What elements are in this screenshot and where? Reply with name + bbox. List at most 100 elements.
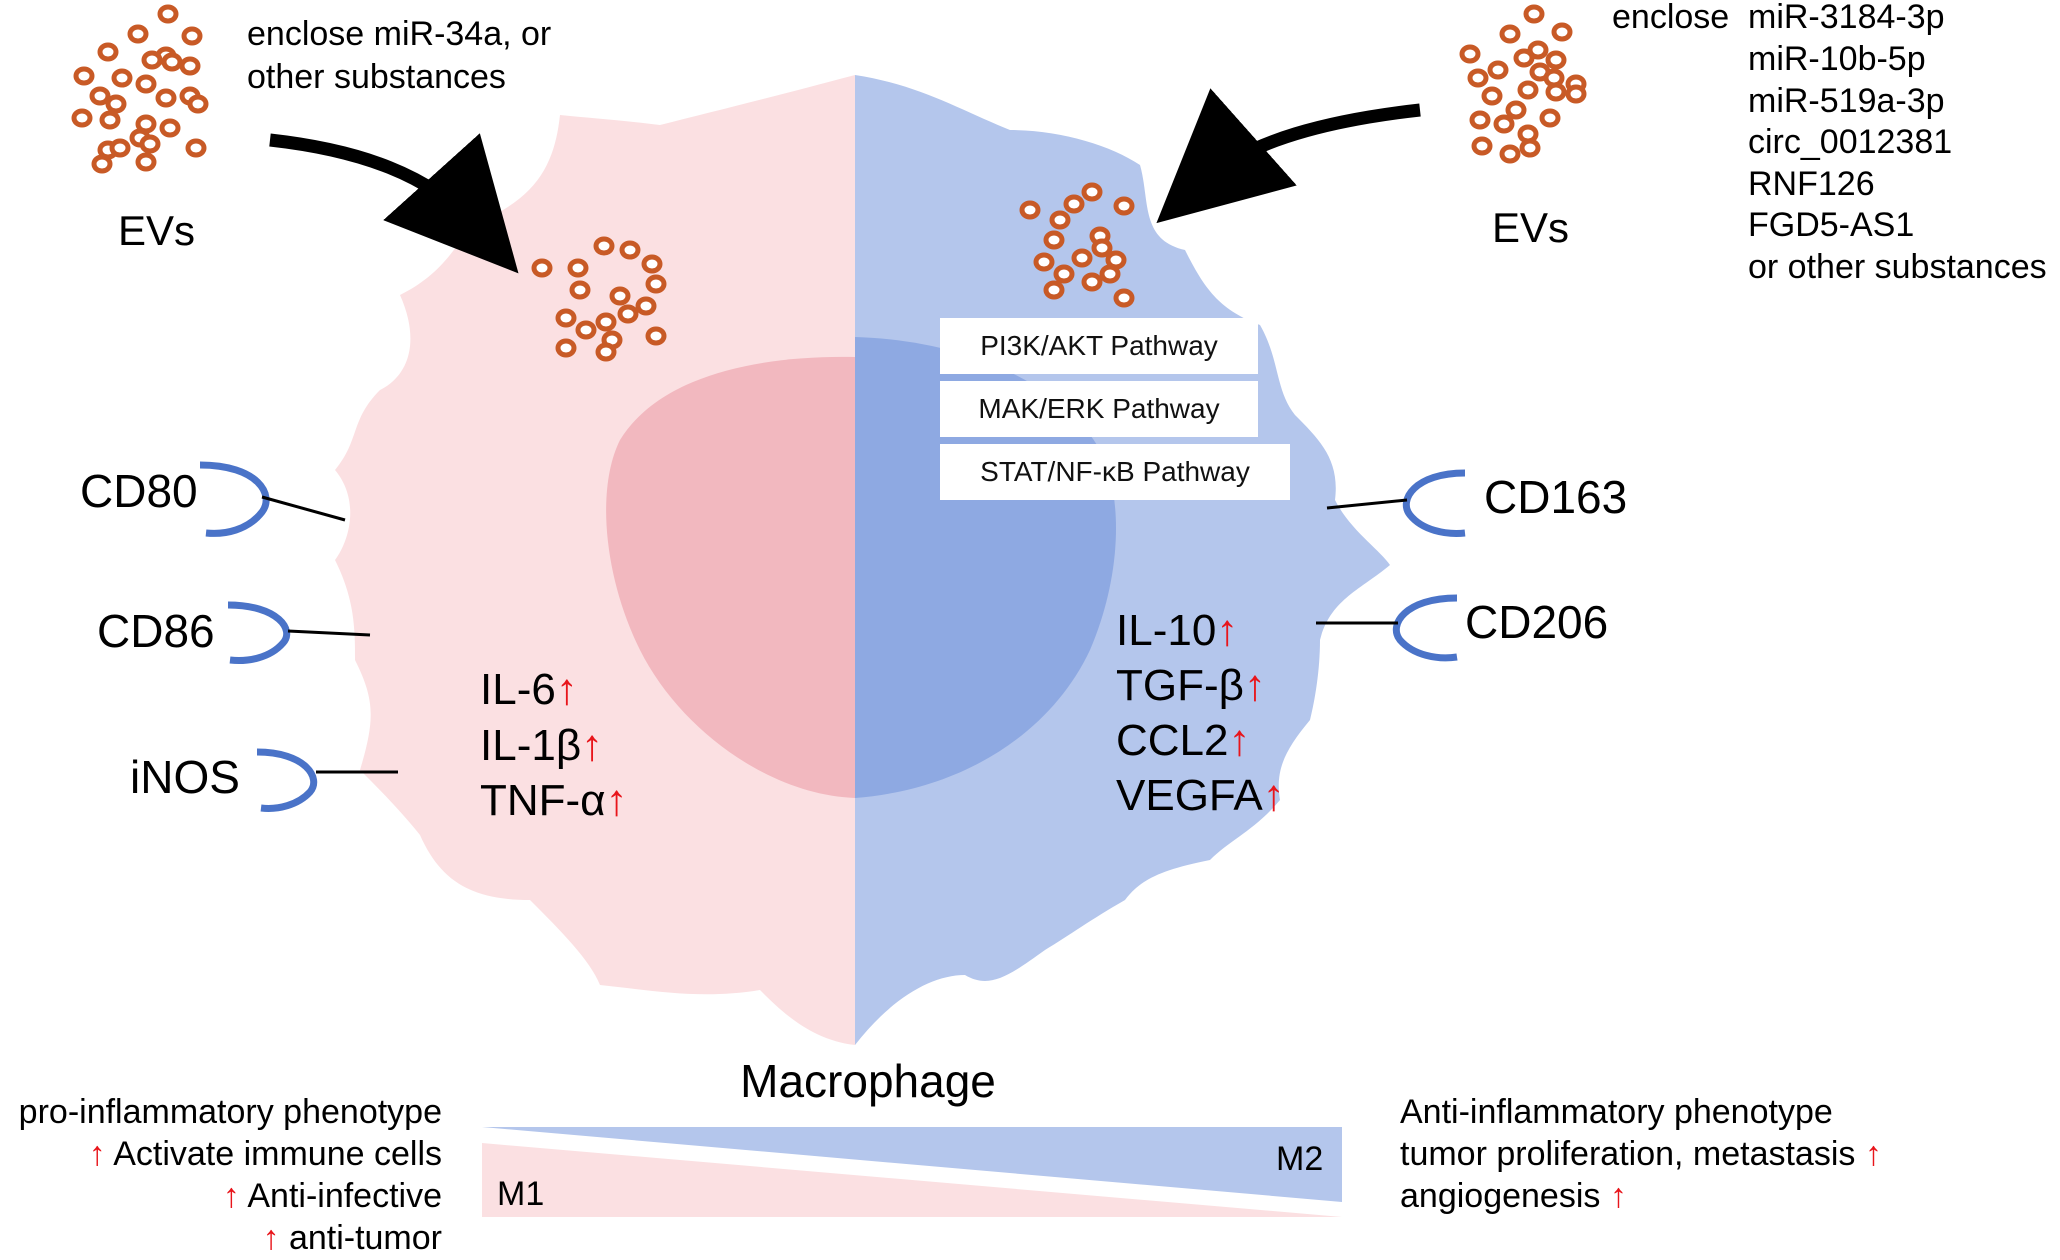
ev-particle [1519,138,1541,158]
ev-particle [595,342,617,362]
receptor-cup-icon [199,461,270,537]
ev-cargo-item: FGD5-AS1 [1748,206,1914,244]
receptor-cup-icon [1402,469,1466,537]
ev-particle [531,258,553,278]
ev-particle [1043,280,1065,300]
ev-particle [105,94,127,114]
pathway-label: STAT/NF-κB Pathway [980,456,1250,487]
ev-particle [1113,288,1135,308]
ev-particle [159,118,181,138]
m1-effect: ↑ Activate immune cells [89,1135,442,1173]
ev-particle [1091,238,1113,258]
m1-nucleus [606,356,855,798]
pathway-label: MAK/ERK Pathway [978,393,1219,424]
ev-particle [99,110,121,130]
receptor-cd163: CD163 [1326,469,1627,537]
cytokine-il1b: IL-1β↑ [480,721,603,770]
ev-particle [1499,144,1521,164]
ev-particle [567,258,589,278]
ev-particle [97,42,119,62]
ev-particle [619,240,641,260]
ev-particle [1467,68,1489,88]
ev-particle [1459,44,1481,64]
ev-description-left-line2: other substances [247,58,506,96]
ev-cargo-item: or other substances [1748,248,2047,286]
cytokine-ccl2: CCL2↑ [1116,716,1251,765]
ev-particle [127,24,149,44]
ev-cluster-right-outside [1459,4,1587,164]
ev-particle [71,108,93,128]
ev-particle [111,68,133,88]
ev-particle [1523,4,1545,24]
ev-particle [1481,86,1503,106]
ev-particle [1499,24,1521,44]
receptor-label: CD80 [80,465,198,517]
receptor-label: CD163 [1484,471,1627,523]
ev-cluster-left-inside [531,236,667,362]
receptor-label: CD86 [97,605,215,657]
ev-cluster-right-inside [1019,182,1135,308]
ev-particle [1551,22,1573,42]
ev-particle [555,308,577,328]
m2-gradient-wedge [482,1127,1342,1202]
ev-particle [1471,136,1493,156]
ev-particle [1565,84,1587,104]
cell-label: Macrophage [740,1055,996,1107]
ev-particle [155,88,177,108]
ev-particle [641,254,663,274]
ev-label-right: EVs [1492,204,1569,251]
m2-phenotype-text: Anti-inflammatory phenotype tumor prolif… [1400,1093,1882,1215]
ev-particle [73,66,95,86]
pathway-label: PI3K/AKT Pathway [980,330,1218,361]
ev-cargo-item: miR-3184-3p [1748,0,1945,36]
ev-particle [645,326,667,346]
ev-particle [555,338,577,358]
cytokine-vegfa: VEGFA↑ [1116,771,1285,820]
ev-particle [1053,264,1075,284]
ev-particle [157,4,179,24]
receptor-inos: iNOS [130,748,398,812]
ev-particle [1071,248,1093,268]
ev-particle [635,296,657,316]
m2-phenotype-title: Anti-inflammatory phenotype [1400,1093,1833,1131]
ev-label-left: EVs [118,207,195,254]
cytokine-tgfb: TGF-β↑ [1116,661,1266,710]
ev-cluster-left-outside [71,4,209,174]
ev-particle [1505,100,1527,120]
ev-particle [1019,200,1041,220]
m1-effect: ↑ anti-tumor [262,1219,442,1257]
ev-particle [1033,252,1055,272]
ev-particle [569,280,591,300]
m1-phenotype-text: pro-inflammatory phenotype ↑ Activate im… [19,1093,442,1257]
ev-particle [1469,110,1491,130]
receptor-cd86: CD86 [97,601,371,664]
ev-cargo-item: RNF126 [1748,165,1875,203]
ev-particle [139,134,161,154]
ev-description-left-line1: enclose miR-34a, or [247,15,551,53]
ev-particle [1493,114,1515,134]
ev-particle [161,52,183,72]
ev-particle [187,94,209,114]
ev-particle [185,138,207,158]
ev-particle [89,86,111,106]
receptor-cup-icon [1392,594,1458,662]
ev-particle [179,56,201,76]
ev-particle [609,286,631,306]
ev-particle [109,138,131,158]
ev-particle [617,304,639,324]
ev-particle [645,274,667,294]
ev-particle [1545,82,1567,102]
ev-particle [1545,50,1567,70]
cytokine-il10: IL-10↑ [1116,606,1238,655]
ev-uptake-arrow-right [1156,88,1421,224]
receptor-cup-icon [256,748,318,812]
ev-particle [1099,264,1121,284]
ev-particle [141,50,163,70]
ev-uptake-arrow-left [269,133,519,274]
ev-particle [593,236,615,256]
m1-cell-half [335,75,855,1045]
ev-cargo-list-right: miR-3184-3p miR-10b-5p miR-519a-3p circ_… [1748,0,2047,286]
ev-particle [575,320,597,340]
pathway-box: PI3K/AKT Pathway [940,318,1258,374]
